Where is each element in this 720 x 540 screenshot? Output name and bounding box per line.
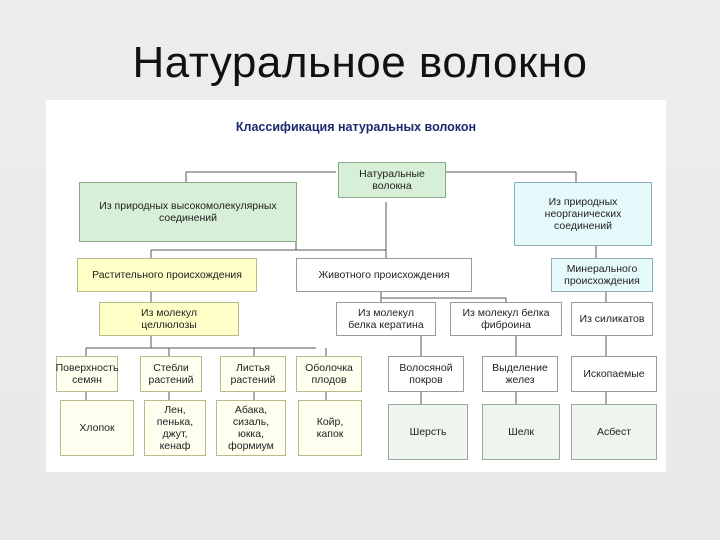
node-root: Натуральные волокна [338, 162, 446, 198]
node-hair-cover: Волосяной покров [388, 356, 464, 392]
node-seed-surface: Поверхность семян [56, 356, 118, 392]
node-cellulose: Из молекул целлюлозы [99, 302, 239, 336]
node-leaves: Листья растений [220, 356, 286, 392]
slide-title: Натуральное волокно [132, 38, 588, 87]
diagram-title: Классификация натуральных волокон [235, 120, 477, 134]
node-silk: Шелк [482, 404, 560, 460]
node-inorganic: Из природных неорганических соединений [514, 182, 652, 246]
node-bast-fibers: Лен, пенька, джут, кенаф [144, 400, 206, 456]
node-macromolecular: Из природных высокомолекулярных соединен… [79, 182, 297, 242]
diagram-panel: Классификация натуральных волокон [46, 100, 666, 472]
node-wool: Шерсть [388, 404, 468, 460]
node-coir-kapok: Койр, капок [298, 400, 362, 456]
node-gland-secretion: Выделение желез [482, 356, 558, 392]
node-fruit-shell: Оболочка плодов [296, 356, 362, 392]
node-mineral-origin: Минерального происхождения [551, 258, 653, 292]
node-silicates: Из силикатов [571, 302, 653, 336]
node-plant-origin: Растительного происхождения [77, 258, 257, 292]
node-asbestos: Асбест [571, 404, 657, 460]
node-leaf-fibers: Абака, сизаль, юкка, формиум [216, 400, 286, 456]
node-cotton: Хлопок [60, 400, 134, 456]
node-keratin: Из молекул белка кератина [336, 302, 436, 336]
node-animal-origin: Животного происхождения [296, 258, 472, 292]
node-fibroin: Из молекул белка фиброина [450, 302, 562, 336]
node-fossils: Ископаемые [571, 356, 657, 392]
connector-lines [85, 171, 607, 404]
node-stems: Стебли растений [140, 356, 202, 392]
